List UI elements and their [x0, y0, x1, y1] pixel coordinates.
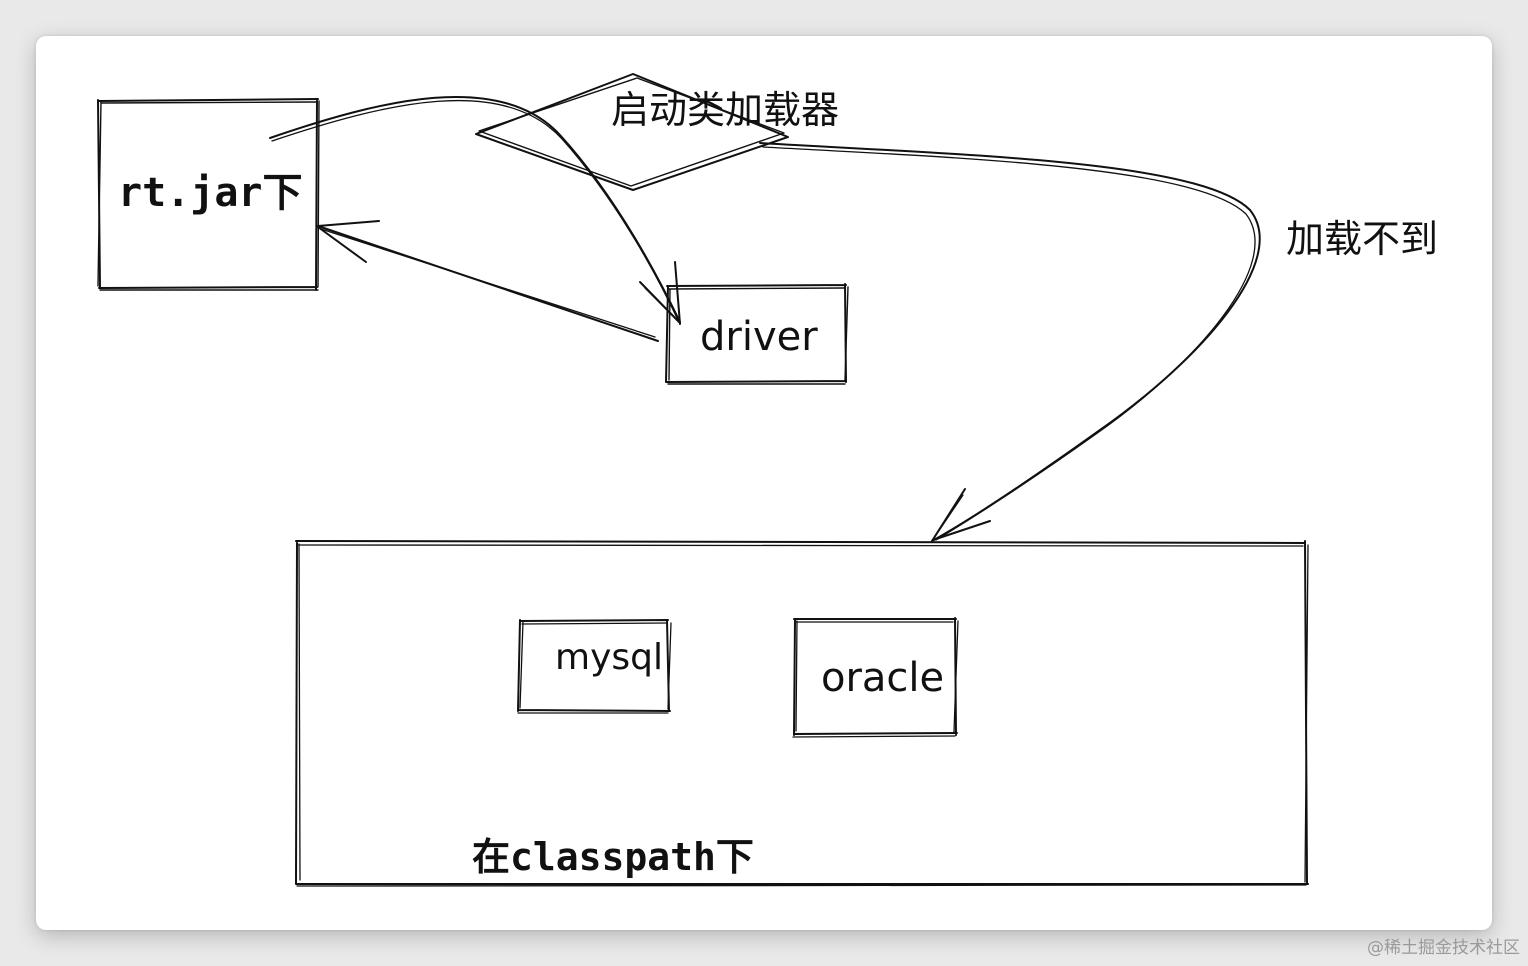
arrow-loader-to-classpath	[759, 142, 1261, 542]
bootstrap-loader-diamond	[475, 73, 789, 191]
rt-jar-box	[97, 98, 320, 291]
cannot-load-label: 加载不到	[1286, 217, 1439, 261]
arrow-rtjar-to-driver	[269, 95, 681, 325]
classpath-container	[295, 540, 1309, 887]
driver-label: driver	[700, 314, 818, 360]
classpath-label: 在classpath下	[472, 835, 754, 879]
bootstrap-loader-label: 启动类加载器	[611, 88, 840, 132]
arrow-driver-to-rtjar	[317, 220, 659, 342]
watermark: @稀土掘金技术社区	[1367, 938, 1520, 958]
oracle-label: oracle	[821, 655, 945, 701]
mysql-box	[517, 619, 672, 714]
rt-jar-label: rt.jar下	[118, 170, 303, 216]
driver-box	[665, 283, 849, 385]
diagram-card	[36, 36, 1492, 930]
oracle-box	[792, 617, 959, 738]
mysql-label: mysql	[555, 637, 663, 678]
